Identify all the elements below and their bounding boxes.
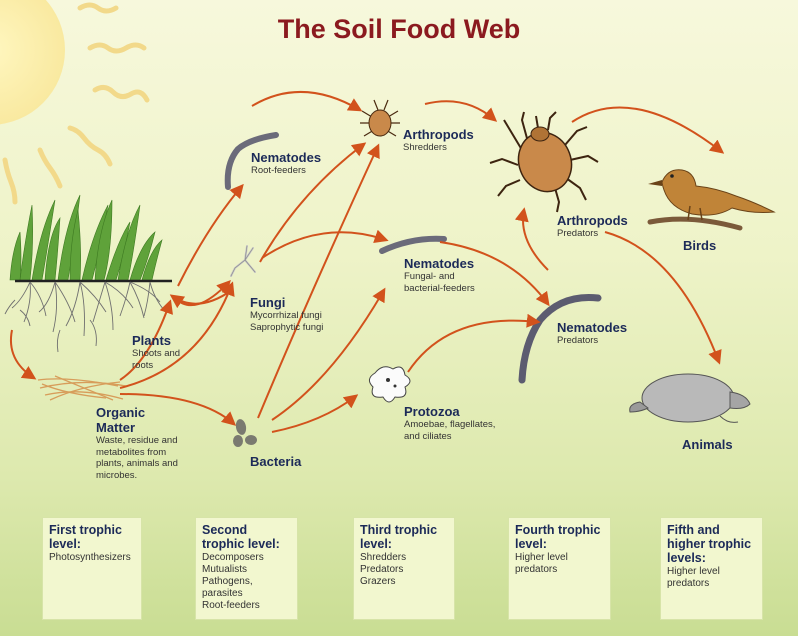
trophic-level-5-items: Higher level predators xyxy=(667,566,720,589)
plants-icon xyxy=(4,194,172,353)
node-arthropods-predators-name: Arthropods xyxy=(557,213,628,228)
trophic-level-box-4: Fourth trophic level: Higher level preda… xyxy=(508,517,611,620)
node-nematodes-fungal-bacterial-feeders: Nematodes Fungal- and bacterial-feeders xyxy=(404,256,475,294)
node-nematodes-root-feeders: Nematodes Root-feeders xyxy=(251,150,321,177)
node-arthropods-shredders: Arthropods Shredders xyxy=(403,127,474,154)
trophic-level-3-items: Shredders Predators Grazers xyxy=(360,552,407,587)
trophic-level-3-heading: Third trophic level: xyxy=(360,523,438,551)
bird-icon xyxy=(647,169,776,231)
sun-icon xyxy=(0,0,150,205)
trophic-level-4-items: Higher level predators xyxy=(515,552,568,575)
node-protozoa-desc: Amoebae, flagellates, and ciliates xyxy=(404,419,496,442)
node-animals: Animals xyxy=(682,437,733,452)
trophic-level-2-items: Decomposers Mutualists Pathogens, parasi… xyxy=(202,552,264,611)
node-organic-matter: Organic Matter Waste, residue and metabo… xyxy=(96,405,178,481)
trophic-level-box-3: Third trophic level: Shredders Predators… xyxy=(353,517,455,620)
node-organic-matter-name: Organic Matter xyxy=(96,405,146,435)
node-fungi-name: Fungi xyxy=(250,295,286,310)
bacteria-icon xyxy=(233,419,257,447)
node-plants-name: Plants xyxy=(132,333,172,348)
node-organic-matter-desc: Waste, residue and metabolites from plan… xyxy=(96,435,178,481)
nematode-fungal-feeder-icon xyxy=(379,235,447,254)
node-bacteria: Bacteria xyxy=(250,454,301,469)
trophic-level-box-5: Fifth and higher trophic levels: Higher … xyxy=(660,517,763,620)
node-animals-name: Animals xyxy=(682,437,733,452)
node-arthropods-shredders-name: Arthropods xyxy=(403,127,474,142)
trophic-level-1-heading: First trophic level: xyxy=(49,523,122,551)
node-birds: Birds xyxy=(683,238,716,253)
node-fungi: Fungi Mycorrhizal fungi Saprophytic fung… xyxy=(250,295,323,333)
fungi-icon xyxy=(230,245,256,277)
food-web-arrows xyxy=(10,90,725,433)
trophic-level-4-heading: Fourth trophic level: xyxy=(515,523,601,551)
node-arthropods-predators-desc: Predators xyxy=(557,228,599,239)
organic-matter-icon xyxy=(37,375,127,401)
node-nematodes-fungal-name: Nematodes xyxy=(404,256,475,271)
nematode-root-feeder-icon xyxy=(224,132,279,190)
arthropod-shredder-icon xyxy=(360,99,400,137)
node-arthropods-shredders-desc: Shredders xyxy=(403,142,447,153)
diagram-title: The Soil Food Web xyxy=(277,14,521,44)
trophic-level-5-heading: Fifth and higher trophic levels: xyxy=(667,523,752,565)
protozoa-icon xyxy=(369,366,411,403)
trophic-level-1-items: Photosynthesizers xyxy=(49,552,131,563)
arthropod-predator-icon xyxy=(489,111,599,213)
node-fungi-desc: Mycorrhizal fungi Saprophytic fungi xyxy=(250,310,324,333)
node-plants: Plants Shoots and roots xyxy=(132,333,180,371)
trophic-level-box-1: First trophic level: Photosynthesizers xyxy=(42,517,142,620)
node-nematodes-predators-desc: Predators xyxy=(557,335,599,346)
node-bacteria-name: Bacteria xyxy=(250,454,302,469)
node-nematodes-predators: Nematodes Predators xyxy=(557,320,627,347)
node-protozoa: Protozoa Amoebae, flagellates, and cilia… xyxy=(404,404,495,442)
node-plants-desc: Shoots and roots xyxy=(132,348,181,371)
mole-icon xyxy=(629,373,751,423)
node-nematodes-predators-name: Nematodes xyxy=(557,320,628,335)
trophic-level-2-heading: Second trophic level: xyxy=(202,523,280,551)
trophic-level-box-2: Second trophic level: Decomposers Mutual… xyxy=(195,517,298,620)
node-protozoa-name: Protozoa xyxy=(404,404,460,419)
node-arthropods-predators: Arthropods Predators xyxy=(557,213,628,240)
node-nematodes-fungal-desc: Fungal- and bacterial-feeders xyxy=(404,271,475,294)
node-nematodes-root-feeders-desc: Root-feeders xyxy=(251,165,306,176)
node-birds-name: Birds xyxy=(683,238,717,253)
node-nematodes-root-feeders-name: Nematodes xyxy=(251,150,322,165)
